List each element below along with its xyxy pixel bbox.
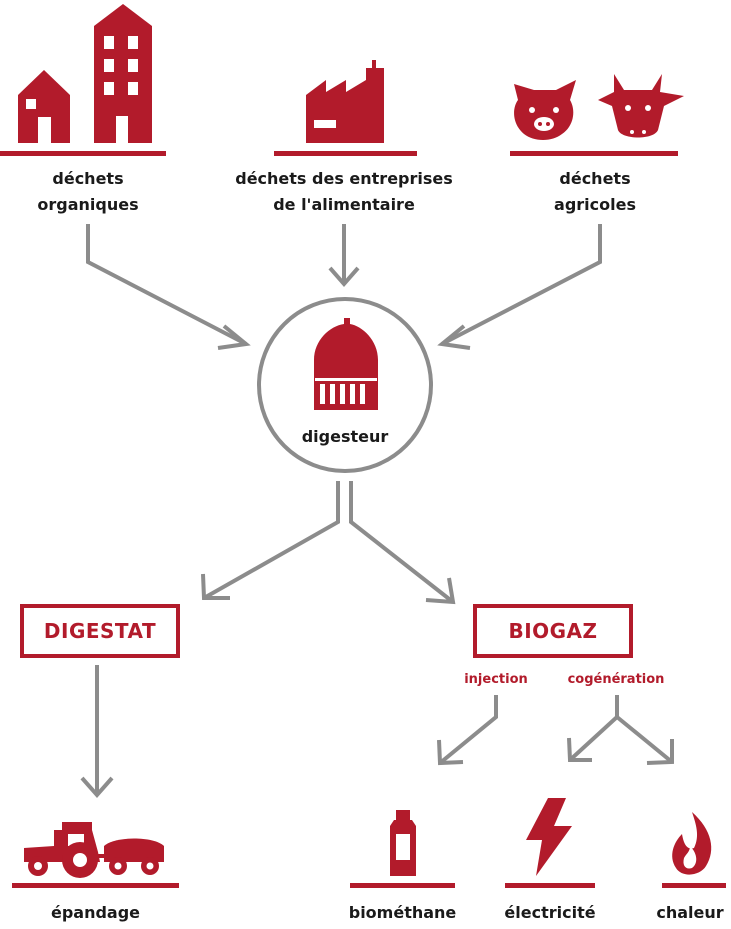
- digestat-box: [20, 604, 180, 658]
- underline-electricite: [505, 883, 595, 888]
- arrow-organiques-to-digester: [86, 224, 247, 346]
- endpoint-label-chaleur: chaleur: [656, 903, 724, 922]
- tractor-icon: [24, 822, 164, 878]
- arrow-cogeneration-to-chaleur: [615, 715, 674, 764]
- arrowhead-alimentaire: [328, 266, 360, 288]
- endpoint-label-epandage: épandage: [50, 903, 141, 922]
- source-organiques-line2: organiques: [37, 195, 139, 214]
- underline-agricoles: [510, 151, 678, 156]
- source-agricoles-line2: agricoles: [554, 195, 636, 214]
- endpoint-label-biomethane: biométhane: [348, 903, 457, 922]
- underline-epandage: [12, 883, 179, 888]
- pig-cow-icon: [514, 74, 684, 140]
- arrowhead-biogaz: [425, 577, 456, 605]
- gas-bottle-icon: [390, 810, 416, 876]
- cogeneration-label: cogénération: [567, 672, 665, 687]
- source-agricoles-line1: déchets: [559, 169, 631, 188]
- arrow-agricoles-to-digester: [441, 224, 602, 346]
- factory-icon: [306, 60, 384, 143]
- arrow-digester-to-biogaz: [349, 481, 455, 604]
- digestat-label: DIGESTAT: [43, 619, 157, 643]
- biogaz-box: [473, 604, 633, 658]
- lightning-icon: [526, 798, 572, 876]
- underline-biomethane: [350, 883, 455, 888]
- arrowhead-electricite: [567, 737, 592, 762]
- underline-alimentaire: [274, 151, 417, 156]
- endpoint-underlines: [12, 883, 726, 888]
- source-label-organiques: déchets organiques: [0, 166, 176, 218]
- arrow-injection-to-biomethane: [438, 695, 498, 765]
- injection-label: injection: [464, 672, 528, 687]
- arrowhead-organiques: [217, 324, 251, 350]
- flame-icon: [672, 812, 712, 875]
- arrow-cogeneration-to-electricite: [568, 695, 619, 762]
- underline-organiques: [0, 151, 166, 156]
- arrowhead-epandage: [80, 776, 114, 799]
- arrow-digester-to-digestat: [203, 481, 340, 600]
- underline-chaleur: [662, 883, 726, 888]
- arrowhead-biomethane: [437, 739, 464, 766]
- endpoint-label-electricite: électricité: [504, 903, 596, 922]
- flow-arrows: [80, 224, 674, 799]
- source-alimentaire-line2: de l'alimentaire: [273, 195, 415, 214]
- source-label-agricoles: déchets agricoles: [510, 166, 680, 218]
- arrowhead-agricoles: [437, 324, 471, 350]
- biogaz-label: BIOGAZ: [508, 619, 598, 643]
- arrowhead-chaleur: [646, 739, 674, 765]
- arrowhead-digestat: [201, 573, 230, 600]
- buildings-icon: [18, 4, 152, 143]
- digester-label: digesteur: [301, 427, 389, 446]
- source-label-alimentaire: déchets des entreprises de l'alimentaire: [224, 166, 464, 218]
- source-underlines: [0, 151, 678, 156]
- source-alimentaire-line1: déchets des entreprises: [235, 169, 453, 188]
- digester-tank-icon: [314, 318, 378, 410]
- source-organiques-line1: déchets: [52, 169, 124, 188]
